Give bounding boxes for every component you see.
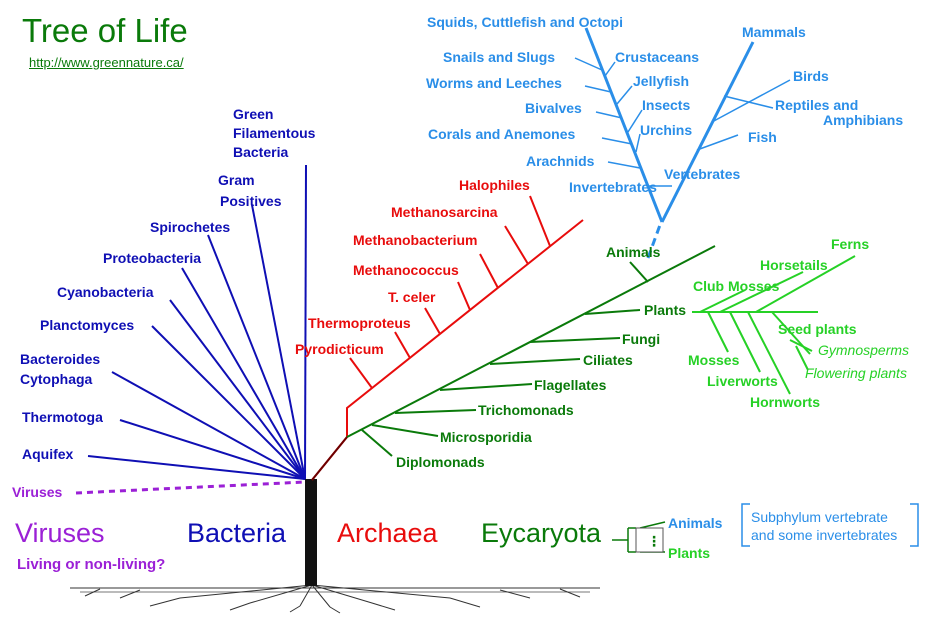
legend: ⋮ Animals Plants Subphylum vertebrate an… [612,503,919,561]
label-amphibians: Amphibians [823,112,903,128]
label-halophiles: Halophiles [459,177,530,193]
domain-viruses: Viruses [15,518,105,548]
label-squids: Squids, Cuttlefish and Octopi [427,14,623,30]
source-link[interactable]: http://www.greennature.ca/ [29,55,184,70]
archaea-root [311,436,348,481]
label-ciliates: Ciliates [583,352,633,368]
label-ferns: Ferns [831,236,869,252]
legend-animals: Animals [668,515,723,531]
label-fungi: Fungi [622,331,660,347]
label-vertebrates: Vertebrates [664,166,740,182]
bacteria-labels: Aquifex Thermotoga Bacteroides Cytophaga… [20,106,316,462]
animals-twigs [574,57,791,187]
bacteria-branches [87,164,307,480]
label-green: Green [233,106,273,122]
label-diplomonads: Diplomonads [396,454,485,470]
domain-archaea: Archaea [337,518,438,548]
label-seed-plants: Seed plants [778,321,857,337]
legend-plants: Plants [668,545,710,561]
label-bacteroides: Bacteroides [20,351,100,367]
viruses-branch [75,480,306,495]
label-thermotoga: Thermotoga [22,409,103,425]
label-planctomyces: Planctomyces [40,317,134,333]
animals-labels: Squids, Cuttlefish and Octopi Snails and… [426,14,903,195]
label-urchins: Urchins [640,122,692,138]
label-liverworts: Liverworts [707,373,778,389]
domain-bacteria: Bacteria [187,518,287,548]
viruses-branch-label: Viruses [12,484,63,500]
label-t-celer: T. celer [388,289,436,305]
label-corals: Corals and Anemones [428,126,576,142]
viruses-subtitle: Living or non-living? [17,556,166,573]
label-positives: Positives [220,193,282,209]
label-horsetails: Horsetails [760,257,828,273]
label-hornworts: Hornworts [750,394,820,410]
label-insects: Insects [642,97,690,113]
label-methanosarcina: Methanosarcina [391,204,498,220]
label-aquifex: Aquifex [22,446,74,462]
page-title: Tree of Life [22,12,188,49]
label-filamentous: Filamentous [233,125,316,141]
legend-ellipsis: ⋮ [647,533,661,549]
eucaryota-labels: Diplomonads Microsporidia Trichomonads F… [396,244,686,470]
label-arachnids: Arachnids [526,153,595,169]
label-reptiles-and: Reptiles and [775,97,858,113]
label-flowering-plants: Flowering plants [805,365,907,381]
label-fish: Fish [748,129,777,145]
label-pyrodicticum: Pyrodicticum [295,341,384,357]
label-methanococcus: Methanococcus [353,262,459,278]
label-thermoproteus: Thermoproteus [308,315,411,331]
legend-note-line1: Subphylum vertebrate [751,509,888,525]
legend-note-line2: and some invertebrates [751,527,897,543]
animals-branches [584,27,755,223]
label-plants: Plants [644,302,686,318]
label-worms: Worms and Leeches [426,75,562,91]
label-mosses: Mosses [688,352,740,368]
label-crustaceans: Crustaceans [615,49,699,65]
trunk [305,479,317,586]
eucaryota-branches [346,245,716,457]
label-bivalves: Bivalves [525,100,582,116]
roots [70,584,600,614]
label-trichomonads: Trichomonads [478,402,574,418]
label-mammals: Mammals [742,24,806,40]
domain-eucaryota: Eycaryota [481,518,602,548]
label-methanobacterium: Methanobacterium [353,232,477,248]
label-proteobacteria: Proteobacteria [103,250,201,266]
label-cyanobacteria: Cyanobacteria [57,284,154,300]
plants-branches [692,255,856,395]
label-animals: Animals [606,244,661,260]
archaea-labels: Pyrodicticum Thermoproteus T. celer Meth… [295,177,530,357]
label-flagellates: Flagellates [534,377,607,393]
label-gymnosperms: Gymnosperms [818,342,909,358]
plants-labels: Club Mosses Horsetails Ferns Seed plants… [688,236,909,410]
label-bacteria: Bacteria [233,144,288,160]
label-snails: Snails and Slugs [443,49,555,65]
label-spirochetes: Spirochetes [150,219,230,235]
label-cytophaga: Cytophaga [20,371,93,387]
label-club-mosses: Club Mosses [693,278,780,294]
label-birds: Birds [793,68,829,84]
label-invertebrates: Invertebrates [569,179,657,195]
animals-link [646,224,662,259]
label-jellyfish: Jellyfish [633,73,689,89]
label-gram: Gram [218,172,255,188]
label-microsporidia: Microsporidia [440,429,532,445]
